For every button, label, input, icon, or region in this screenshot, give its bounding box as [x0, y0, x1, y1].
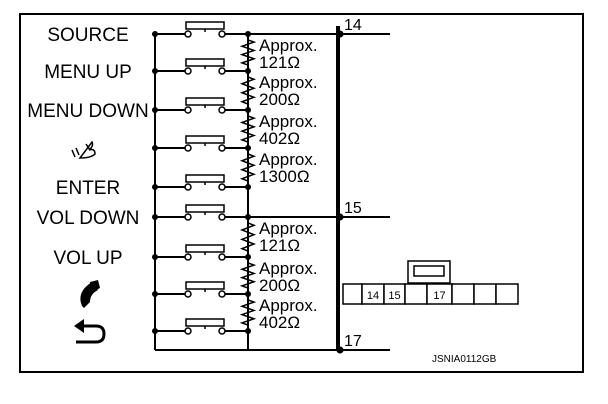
resistor-label: Approx.	[259, 296, 318, 315]
switch-group: SOURCE MENU UP MENU DOWN ENTER VOL DOWN VOL U…	[27, 21, 251, 335]
switch-row: MENU UP	[44, 58, 251, 83]
switch-row: MENU DOWN	[27, 97, 251, 122]
resistor-value: 402Ω	[259, 313, 300, 332]
resistor: Approx.200Ω	[239, 257, 318, 295]
figure-code: JSNIA0112GB	[432, 354, 497, 365]
connector-cell	[342, 283, 363, 305]
connector-tab-inner	[413, 265, 445, 277]
resistor-label: Approx.	[259, 219, 318, 238]
switch-label: MENU DOWN	[27, 101, 148, 122]
resistor: Approx.121Ω	[239, 34, 318, 72]
resistor: Approx.1300Ω	[239, 148, 318, 187]
diagram-frame	[19, 13, 584, 373]
switch-label: VOL DOWN	[37, 208, 140, 229]
resistor-value: 1300Ω	[259, 167, 310, 186]
switch-label: ENTER	[56, 178, 120, 199]
connector-cell	[451, 283, 475, 305]
connector-cell	[404, 283, 428, 305]
switch-label: VOL UP	[54, 248, 123, 269]
switch-unit-boundary	[336, 26, 340, 350]
connector-pin-label: 15	[388, 290, 400, 302]
switch-row: VOL UP	[54, 244, 251, 269]
terminal-15-label: 15	[344, 200, 362, 217]
switch-row	[152, 281, 251, 298]
resistor-label: Approx.	[259, 36, 318, 55]
connector-cell	[473, 283, 497, 305]
resistor-label: Approx.	[259, 73, 318, 92]
resistor-value: 121Ω	[259, 53, 300, 72]
switch-row: SOURCE	[47, 21, 251, 46]
connector-cell	[495, 283, 519, 305]
resistor-value: 200Ω	[259, 90, 300, 109]
connector-pin-label: 17	[433, 290, 445, 302]
terminal-14-label: 14	[344, 17, 362, 34]
back-icon	[74, 319, 106, 344]
resistor: Approx.200Ω	[239, 71, 318, 110]
resistor: Approx.402Ω	[239, 110, 318, 148]
terminal-17-label: 17	[344, 333, 362, 350]
resistor-value: 402Ω	[259, 129, 300, 148]
switch-row: ENTER	[56, 174, 251, 199]
resistor-value: 121Ω	[259, 236, 300, 255]
switch-label: SOURCE	[47, 25, 128, 46]
resistor-label: Approx.	[259, 259, 318, 278]
voice-icon	[71, 140, 96, 159]
switch-row	[152, 135, 251, 152]
resistor-group: Approx.121ΩApprox.200ΩApprox.402ΩApprox.…	[239, 34, 318, 332]
switch-row: VOL DOWN	[37, 204, 251, 229]
switch-row	[152, 318, 251, 335]
resistor-value: 200Ω	[259, 276, 300, 295]
resistor: Approx.121Ω	[239, 217, 318, 257]
resistor: Approx.402Ω	[239, 294, 318, 332]
connector-pin-label: 14	[367, 290, 379, 302]
resistor-label: Approx.	[259, 112, 318, 131]
switch-label: MENU UP	[44, 62, 132, 83]
connector: 14 15 17	[342, 260, 519, 305]
phone-icon	[80, 280, 100, 308]
resistor-label: Approx.	[259, 150, 318, 169]
